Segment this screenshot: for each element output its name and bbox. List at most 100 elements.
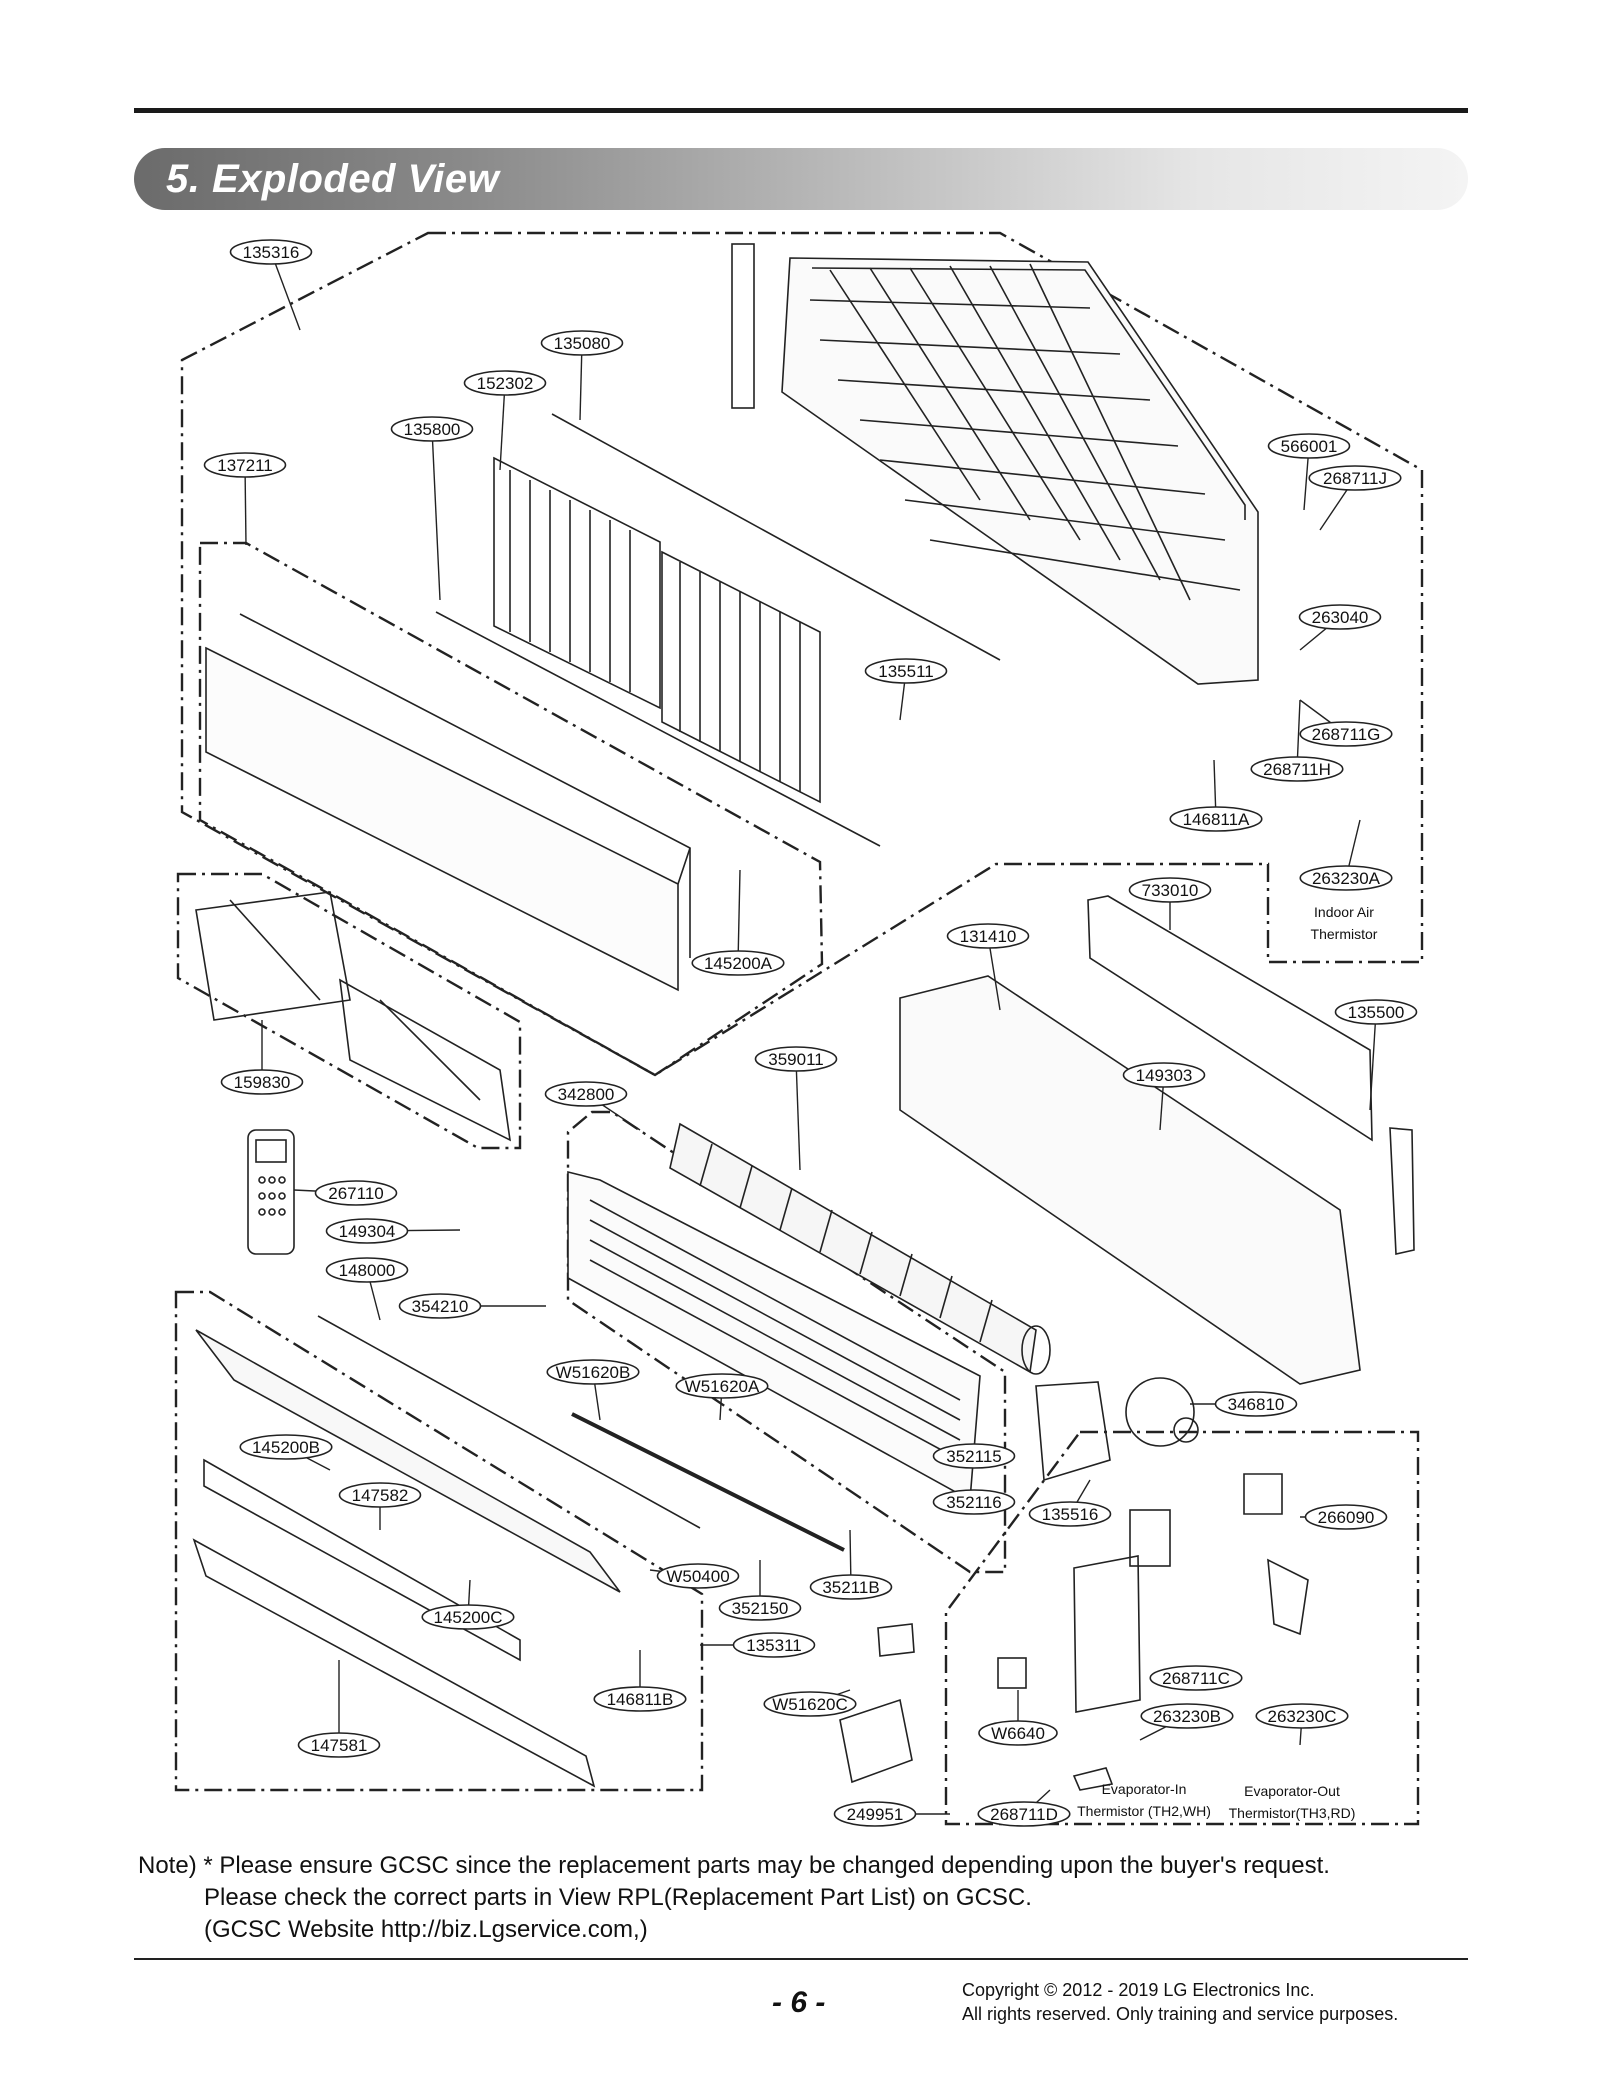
callout-label: 268711D — [990, 1805, 1058, 1824]
callout-bubble — [718, 1595, 802, 1621]
exploded-view-diagram: 1353161350801523021358001372115660012687… — [174, 231, 1424, 1827]
callout-bubble — [1308, 465, 1402, 491]
callout-label: 352115 — [946, 1447, 1001, 1466]
leader-line-135316 — [270, 251, 301, 331]
callout-label: 149304 — [339, 1222, 396, 1241]
part-callout-147581: 147581 — [297, 1732, 381, 1758]
group-outline-main — [180, 231, 1424, 1077]
callout-label: 342800 — [558, 1085, 615, 1104]
part-callout-268711J: 268711J — [1308, 465, 1402, 491]
callout-label: 268711G — [1312, 725, 1381, 744]
motor-drawing — [1035, 1377, 1199, 1482]
bottom-rule — [134, 1958, 1468, 1960]
part-callout-733010: 733010 — [1128, 877, 1212, 903]
callout-label: 135800 — [404, 420, 461, 439]
callout-label: 145200C — [433, 1608, 502, 1627]
callout-bubble — [297, 1732, 381, 1758]
callout-label: 266090 — [1318, 1508, 1375, 1527]
leader-line-137211 — [244, 464, 247, 546]
callout-label: 268711H — [1263, 760, 1331, 779]
callout-label: 263230B — [1153, 1707, 1221, 1726]
callout-label: 147581 — [311, 1736, 368, 1755]
page-number: - 6 - — [772, 1986, 826, 2019]
part-callout-267110: 267110 — [314, 1180, 398, 1206]
evap-out-label-2: Thermistor(TH3,RD) — [1229, 1805, 1356, 1821]
part-callout-352116: 352116 — [932, 1489, 1016, 1515]
part-callout-266090: 266090 — [1304, 1504, 1388, 1530]
callout-bubble — [977, 1801, 1071, 1827]
leader-line-135800 — [431, 428, 441, 601]
evap-in-label-1: Evaporator-In — [1102, 1781, 1187, 1797]
leader-line-152302 — [499, 382, 506, 471]
callout-label: 263040 — [1312, 608, 1369, 627]
callout-bubble — [1140, 1703, 1234, 1729]
group-outline-control — [944, 1430, 1420, 1826]
part-callout-159830: 159830 — [220, 1069, 304, 1095]
callout-bubble — [338, 1482, 422, 1508]
part-callout-131410: 131410 — [946, 923, 1030, 949]
callout-bubble — [1299, 721, 1393, 747]
part-callout-135516: 135516 — [1028, 1501, 1112, 1527]
section-title: 5. Exploded View — [166, 157, 500, 201]
callout-bubble — [1122, 1062, 1206, 1088]
part-callout-145200C: 145200C — [421, 1604, 515, 1630]
callout-bubble — [1299, 865, 1393, 891]
callout-bubble — [325, 1218, 409, 1244]
part-callout-249951: 249951 — [833, 1801, 917, 1827]
callout-label: 135500 — [1348, 1003, 1405, 1022]
louver-module-drawing — [195, 891, 512, 1142]
part-callout-263040: 263040 — [1298, 604, 1382, 630]
part-callout-268711C: 268711C — [1149, 1665, 1243, 1691]
callout-label: 263230C — [1267, 1707, 1336, 1726]
part-callout-359011: 359011 — [754, 1046, 838, 1072]
part-callout-149304: 149304 — [325, 1218, 409, 1244]
part-callout-W6640: W6640 — [978, 1720, 1058, 1746]
crossflow-fan-drawing — [669, 1122, 1051, 1375]
callout-bubble — [203, 452, 287, 478]
callout-bubble — [732, 1632, 816, 1658]
callout-label: 135316 — [243, 243, 300, 262]
chassis-drawing — [731, 243, 1259, 685]
callout-bubble — [1250, 756, 1344, 782]
callout-bubble — [1334, 999, 1418, 1025]
callout-bubble — [229, 239, 313, 265]
callout-bubble — [754, 1046, 838, 1072]
callout-label: 131410 — [960, 927, 1017, 946]
cabinet-drawing — [899, 895, 1415, 1385]
callout-label: 148000 — [339, 1261, 396, 1280]
callout-label: 35211B — [822, 1578, 879, 1597]
note-line-3: (GCSC Website http://biz.Lgservice.com,) — [204, 1916, 648, 1943]
callout-label: 566001 — [1281, 437, 1338, 456]
part-callout-149303: 149303 — [1122, 1062, 1206, 1088]
callout-bubble — [1298, 604, 1382, 630]
group-outline-evaporator — [566, 1110, 1007, 1574]
callout-bubble — [546, 1359, 640, 1385]
leader-line-135500 — [1369, 1011, 1377, 1111]
part-callout-263230C: 263230C — [1255, 1703, 1349, 1729]
callout-bubble — [946, 923, 1030, 949]
part-callout-352115: 352115 — [932, 1443, 1016, 1469]
callout-bubble — [656, 1563, 740, 1589]
callout-label: W51620C — [772, 1695, 848, 1714]
callout-bubble — [398, 1293, 482, 1319]
part-callout-263230B: 263230B — [1140, 1703, 1234, 1729]
part-callout-135800: 135800 — [390, 416, 474, 442]
part-callout-W51620B: W51620B — [546, 1359, 640, 1385]
callout-bubble — [1267, 433, 1351, 459]
evap-in-label-2: Thermistor (TH2,WH) — [1077, 1803, 1211, 1819]
copyright-line-1: Copyright © 2012 - 2019 LG Electronics I… — [962, 1980, 1315, 2000]
callout-bubble — [544, 1081, 628, 1107]
callout-bubble — [421, 1604, 515, 1630]
part-callout-146811B: 146811B — [593, 1686, 687, 1712]
callout-bubble — [463, 370, 547, 396]
part-callout-35211B: 35211B — [809, 1574, 893, 1600]
callout-bubble — [1255, 1703, 1349, 1729]
callout-bubble — [675, 1373, 769, 1399]
part-callout-566001: 566001 — [1267, 433, 1351, 459]
callout-label: 135311 — [746, 1636, 801, 1655]
part-callout-268711G: 268711G — [1299, 721, 1393, 747]
note-line-1: Note) * Please ensure GCSC since the rep… — [138, 1852, 1330, 1879]
top-rule — [134, 108, 1468, 113]
callout-bubble — [1214, 1391, 1298, 1417]
callout-bubble — [325, 1257, 409, 1283]
